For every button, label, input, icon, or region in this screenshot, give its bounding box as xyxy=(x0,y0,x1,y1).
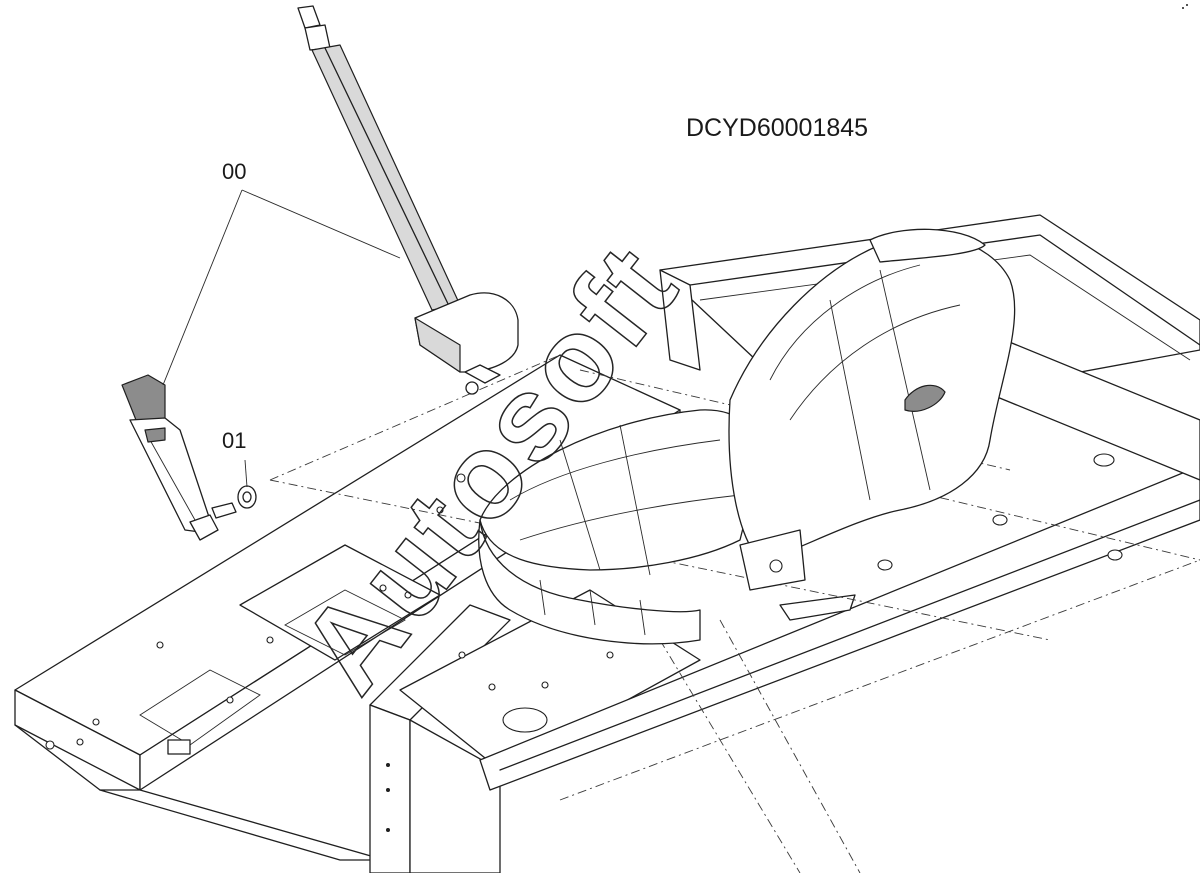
seat-belt-retractor xyxy=(297,5,519,395)
leader-00-buckle xyxy=(162,189,243,386)
reference-code: DCYD60001845 xyxy=(686,114,868,142)
seat xyxy=(478,228,1016,645)
corner-mark xyxy=(1182,4,1188,9)
leader-00-belt xyxy=(241,189,401,259)
callout-01-label: 01 xyxy=(222,428,246,453)
seat-belt-buckle xyxy=(121,374,237,541)
leader-lines xyxy=(162,189,401,488)
washer xyxy=(237,485,257,509)
leader-01 xyxy=(244,459,248,488)
callout-00-label: 00 xyxy=(222,159,246,184)
